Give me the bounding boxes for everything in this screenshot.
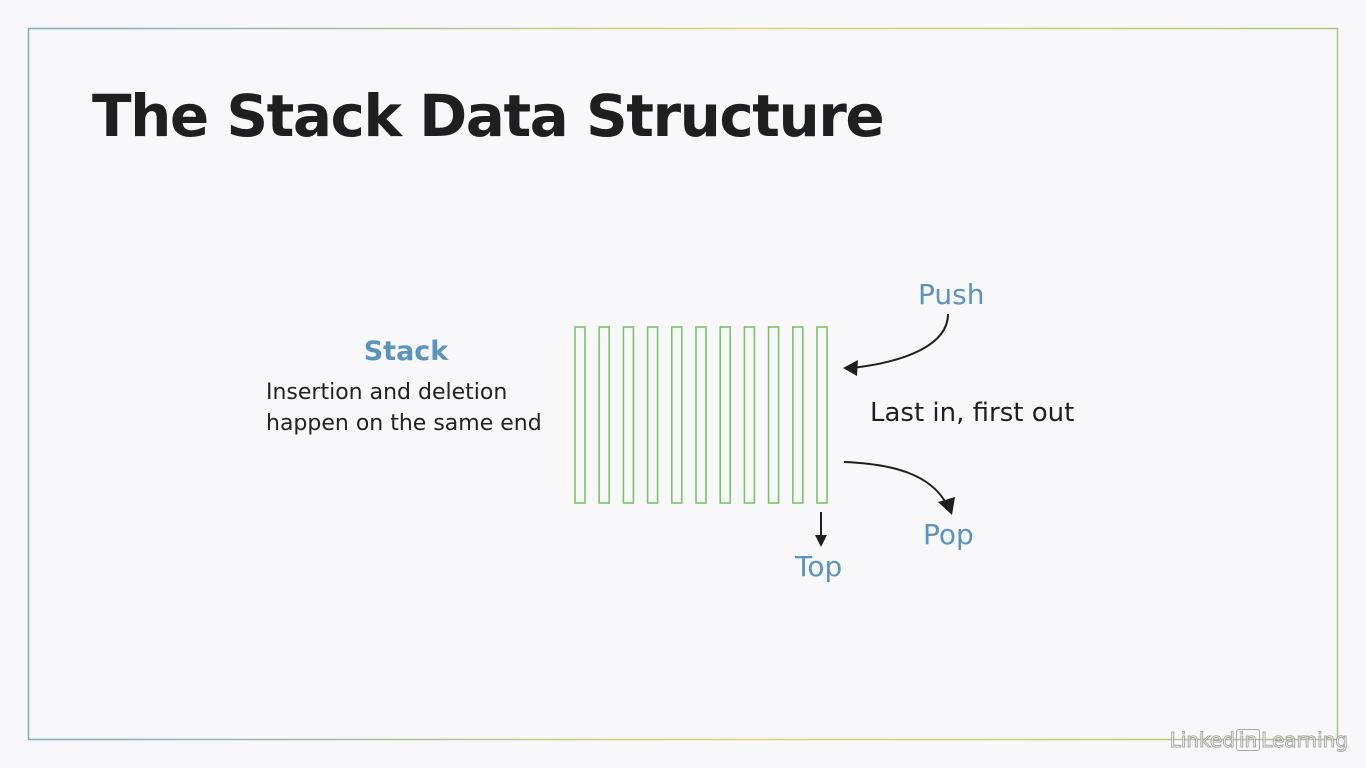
stack-cell	[743, 326, 756, 504]
pop-label: Pop	[923, 518, 974, 551]
slide-title: The Stack Data Structure	[92, 82, 885, 150]
stack-cell	[646, 326, 659, 504]
stack-cell	[598, 326, 611, 504]
push-label: Push	[918, 278, 985, 311]
lifo-label: Last in, first out	[870, 398, 1075, 428]
top-arrow-head	[815, 535, 827, 547]
stack-cell	[670, 326, 683, 504]
stack-cell	[767, 326, 780, 504]
pop-arrow	[843, 461, 947, 504]
stack-cells	[574, 326, 828, 504]
stack-cell	[719, 326, 732, 504]
stack-cell	[816, 326, 828, 504]
stack-description-line-2: happen on the same end	[266, 411, 542, 436]
stack-cell	[574, 326, 586, 504]
stack-heading: Stack	[363, 336, 449, 367]
push-arrow	[851, 313, 949, 369]
stack-cell	[622, 326, 635, 504]
stack-cell	[791, 326, 804, 504]
push-arrow-head	[843, 360, 858, 376]
top-label: Top	[795, 550, 843, 583]
stack-description-line-1: Insertion and deletion	[266, 380, 508, 405]
stack-description: Insertion and deletion happen on the sam…	[266, 377, 542, 439]
pop-arrow-head	[938, 497, 955, 515]
stack-cell	[695, 326, 707, 504]
